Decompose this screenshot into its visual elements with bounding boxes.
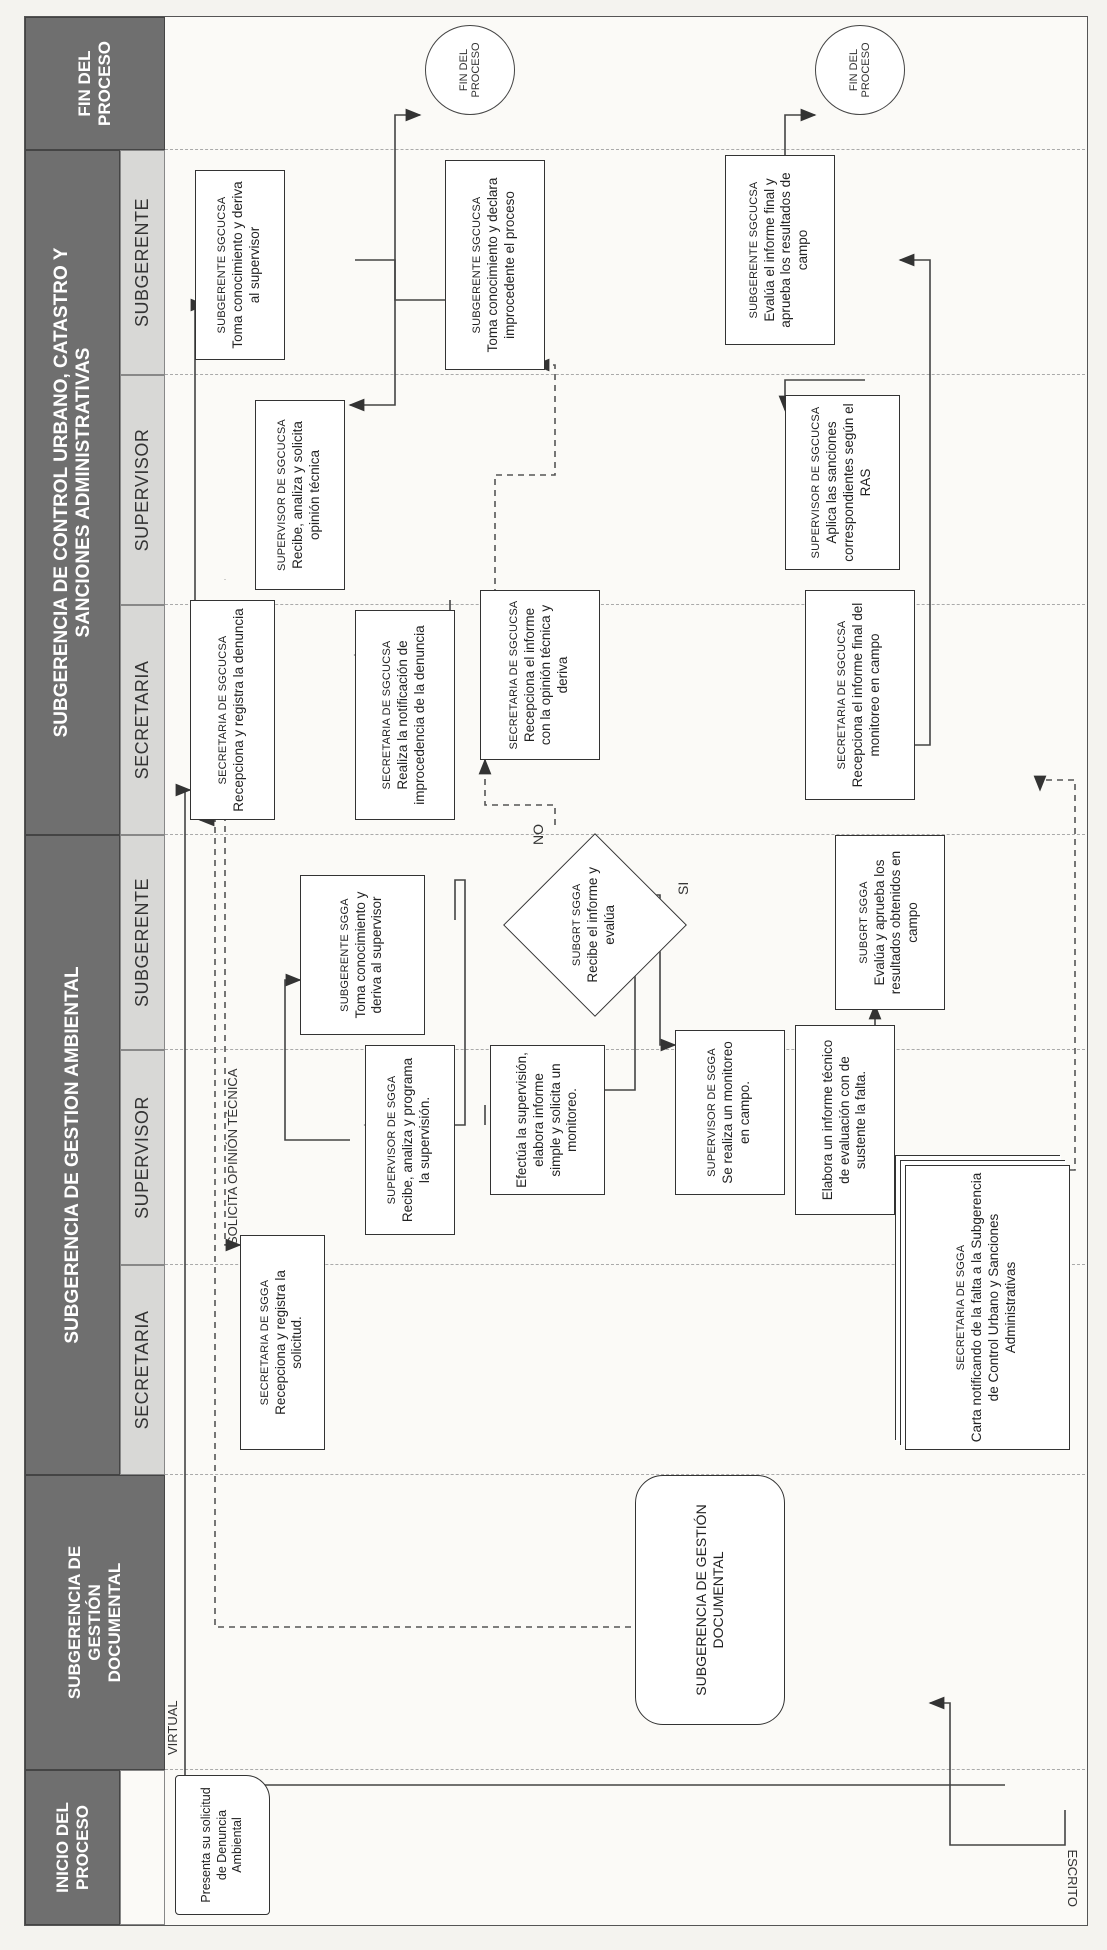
node-sub-sgcucsa1-title: SUBGERENTE SGCUCSA (216, 196, 229, 334)
node-sup-sgcucsa1-text: Recibe, analiza y solicita opinión técni… (290, 421, 322, 569)
node-sup-aplica-text: Aplica las sanciones correspondientes se… (824, 403, 873, 562)
node-sup-sgga-text: Recibe, analiza y programa la supervisió… (400, 1057, 432, 1223)
node-sec-recep-text: Recepciona el informe con la opinión téc… (521, 604, 571, 746)
node-fin2: FIN DEL PROCESO (815, 25, 905, 115)
node-carta-text: Carta notificando de la falta a la Subge… (969, 1172, 1018, 1443)
node-sub-evalua-text: Evalúa el informe final y aprueba los re… (761, 172, 811, 328)
node-sub-improc: SUBGERENTE SGCUCSA Toma conocimiento y d… (445, 160, 545, 370)
node-sec-final: SECRETARIA DE SGCUCSA Recepciona el info… (805, 590, 915, 800)
node-sub-sgga-text: Toma conocimiento y deriva al supervisor (352, 891, 385, 1019)
node-sub-sgcucsa1-text: Toma conocimiento y deriva al supervisor (230, 181, 262, 349)
node-sup-sgga-title: SUPERVISOR DE SGGA (386, 1075, 399, 1205)
node-sup-sgga2-text: Se realiza un monitoreo en campo. (720, 1041, 752, 1184)
node-sup-sgga: SUPERVISOR DE SGGA Recibe, analiza y pro… (365, 1045, 455, 1235)
node-sup-sgga2: SUPERVISOR DE SGGA Se realiza un monitor… (675, 1030, 785, 1195)
node-fin1-text: FIN DEL PROCESO (458, 42, 482, 98)
node-sup-aplica-title: SUPERVISOR DE SGCUCSA (810, 406, 823, 559)
label-solicita: SOLICITA OPINIÓN TÉCNICA (225, 1068, 240, 1246)
label-escrito: ESCRITO (1065, 1849, 1080, 1907)
node-gestion-documental-text: SUBGERENCIA DE GESTIÓN DOCUMENTAL (692, 1504, 727, 1696)
flowchart-frame: INICIO DEL PROCESO SUBGERENCIA DE GESTIÓ… (24, 16, 1088, 1926)
node-subgrt-sgga2: SUBGRT SGGA Evalúa y aprueba los resulta… (835, 835, 945, 1010)
node-sec-sgga-title: SECRETARIA DE SGGA (258, 1279, 271, 1406)
node-sub-evalua: SUBGERENTE SGCUCSA Evalúa el informe fin… (725, 155, 835, 345)
node-subgrt-sgga2-title: SUBGRT SGGA (857, 881, 870, 964)
node-decision-title: SUBGRT SGGA (571, 883, 584, 967)
node-sup-sgcucsa1: SUPERVISOR DE SGCUCSA Recibe, analiza y … (255, 400, 345, 590)
node-sub-sgcucsa1: SUBGERENTE SGCUCSA Toma conocimiento y d… (195, 170, 285, 360)
node-sup-sgcucsa1-title: SUPERVISOR DE SGCUCSA (276, 419, 289, 571)
node-sub-sgga: SUBGERENTE SGGA Toma conocimiento y deri… (300, 875, 425, 1035)
node-sub-improc-text: Toma conocimiento y declara improcedente… (485, 177, 517, 353)
node-elabora-text: Elabora un informe técnico de evaluación… (819, 1039, 869, 1201)
node-sec-final-title: SECRETARIA DE SGCUCSA (836, 620, 849, 770)
node-sec-notif-text: Realiza la notificación de improcedencia… (395, 625, 427, 805)
node-sec-sgcucsa1: SECRETARIA DE SGCUCSA Recepciona y regis… (190, 600, 275, 820)
node-elabora: Elabora un informe técnico de evaluación… (795, 1025, 895, 1215)
node-sup-aplica: SUPERVISOR DE SGCUCSA Aplica las sancion… (785, 395, 900, 570)
node-carta-title: SECRETARIA DE SGGA (955, 1244, 968, 1371)
node-start-text: Presenta su solicitud de Denuncia Ambien… (199, 1787, 245, 1903)
node-sec-final-text: Recepciona el informe final del monitore… (850, 602, 882, 788)
node-efectua-text: Efectúa la supervisión, elabora informe … (513, 1052, 580, 1188)
node-start: Presenta su solicitud de Denuncia Ambien… (175, 1775, 270, 1915)
node-sub-evalua-title: SUBGERENTE SGCUCSA (747, 181, 760, 319)
node-efectua: Efectúa la supervisión, elabora informe … (490, 1045, 605, 1195)
node-sec-notif: SECRETARIA DE SGCUCSA Realiza la notific… (355, 610, 455, 820)
label-virtual: VIRTUAL (165, 1700, 180, 1755)
node-sec-sgga: SECRETARIA DE SGGA Recepciona y registra… (240, 1235, 325, 1450)
node-sup-sgga2-title: SUPERVISOR DE SGGA (706, 1048, 719, 1177)
node-sec-recep: SECRETARIA DE SGCUCSA Recepciona el info… (480, 590, 600, 760)
label-no: NO (530, 824, 546, 845)
node-gestion-documental: SUBGERENCIA DE GESTIÓN DOCUMENTAL (635, 1475, 785, 1725)
node-sec-recep-title: SECRETARIA DE SGCUCSA (507, 600, 520, 750)
node-sec-sgcucsa1-title: SECRETARIA DE SGCUCSA (217, 635, 230, 785)
node-sec-sgcucsa1-text: Recepciona y registra la denuncia (230, 608, 246, 812)
node-sub-improc-title: SUBGERENTE SGCUCSA (471, 196, 484, 334)
node-fin2-text: FIN DEL PROCESO (848, 42, 872, 98)
node-sec-notif-title: SECRETARIA DE SGCUCSA (381, 640, 394, 790)
node-decision-text: Recibe el informe y evalúa (585, 867, 617, 983)
node-sub-sgga-title: SUBGERENTE SGGA (338, 898, 351, 1012)
node-carta: SECRETARIA DE SGGA Carta notificando de … (905, 1165, 1070, 1450)
node-sec-sgga-text: Recepciona y registra la solicitud. (272, 1270, 305, 1415)
label-si: SI (675, 881, 691, 895)
node-subgrt-sgga2-text: Evalúa y aprueba los resultados obtenido… (871, 850, 921, 995)
node-fin1: FIN DEL PROCESO (425, 25, 515, 115)
